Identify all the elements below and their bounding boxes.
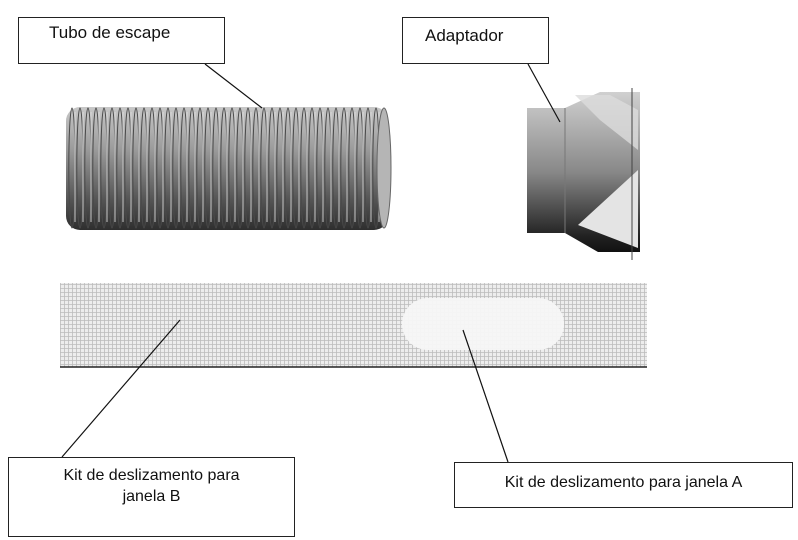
exhaust-hose-label: Tubo de escape	[18, 17, 225, 64]
exhaust-hose-drawing	[66, 107, 392, 230]
hose-ribs	[68, 107, 380, 229]
window-kit-b-label: Kit de deslizamento para janela B	[8, 457, 295, 537]
sliding-window-panel	[60, 283, 647, 368]
adapter-label-text: Adaptador	[425, 26, 504, 45]
leader-lines	[61, 63, 561, 463]
window-kit-b-label-line2: janela B	[122, 488, 181, 505]
window-kit-b-label-line1: Kit de deslizamento para	[63, 467, 240, 484]
exhaust-hose-label-text: Tubo de escape	[49, 23, 171, 42]
window-kit-a-label-text: Kit de deslizamento para janela A	[504, 474, 743, 491]
adapter-label: Adaptador	[402, 17, 549, 64]
adapter-drawing	[527, 88, 640, 260]
window-kit-a-label: Kit de deslizamento para janela A	[454, 462, 793, 508]
